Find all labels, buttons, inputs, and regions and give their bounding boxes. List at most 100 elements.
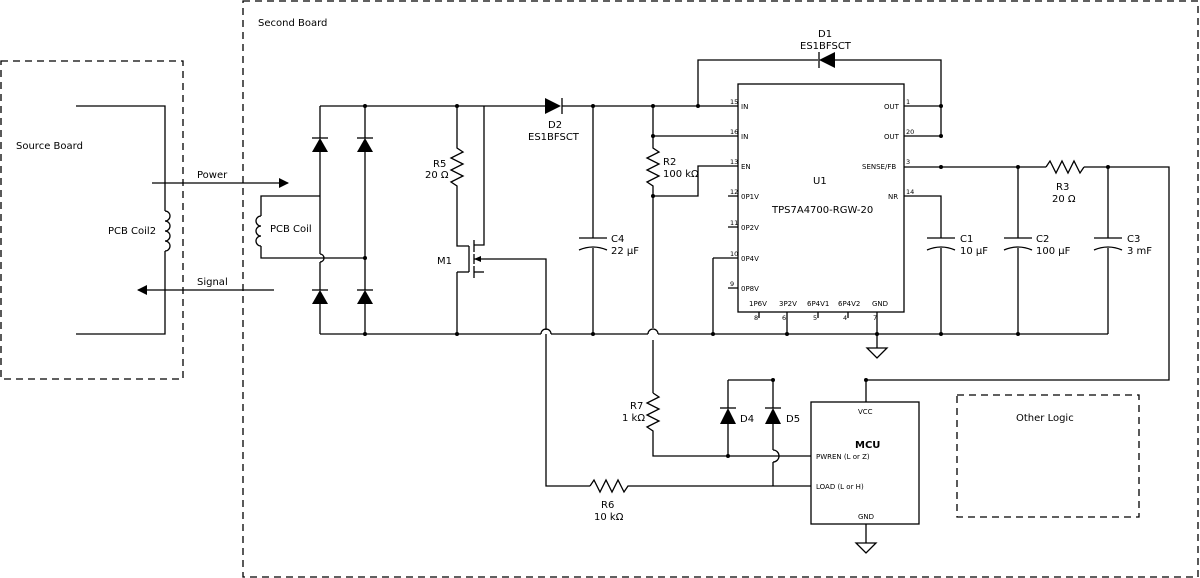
power-arrow: Power: [152, 170, 289, 188]
diode-d4: D4: [720, 379, 773, 456]
r6-value: 10 kΩ: [594, 512, 624, 523]
bridge-rectifier: [312, 106, 373, 334]
resistor-r6: R6 10 kΩ: [589, 478, 811, 523]
junction-dots: [363, 104, 1110, 458]
u1-pin-1p6v: 1P6V: [749, 300, 767, 308]
r5-value: 20 Ω: [425, 170, 449, 181]
m1-ref: M1: [437, 256, 452, 267]
c1-ref: C1: [960, 234, 973, 245]
signal-arrow: Signal: [137, 277, 274, 295]
resistor-r2: R2 100 kΩ: [645, 106, 738, 328]
resistor-r7: R7 1 kΩ: [622, 392, 773, 457]
resistor-r5: R5 20 Ω: [425, 106, 469, 247]
d1-ref: D1: [818, 29, 832, 40]
c4-ref: C4: [611, 234, 624, 245]
capacitor-c1: C1 10 µF: [926, 234, 988, 257]
u1-pinnum-0p4v: 10: [730, 250, 738, 258]
r7-value: 1 kΩ: [622, 413, 645, 424]
mcu-gnd-label: GND: [858, 513, 874, 521]
d2-value: ES1BFSCT: [528, 132, 580, 143]
u1-pin-6p4v1: 6P4V1: [807, 300, 829, 308]
r3-ref: R3: [1056, 182, 1069, 193]
regulator-u1: U1 TPS7A4700-RGW-20 IN 15 IN 16 EN 13 0P…: [730, 83, 914, 322]
capacitor-c4: C4 22 µF: [578, 106, 639, 334]
u1-pin-0p1v: 0P1V: [741, 193, 759, 201]
diode-d5: D5: [765, 380, 811, 486]
diode-d1: D1 ES1BFSCT: [697, 29, 942, 106]
d4-ref: D4: [740, 414, 754, 425]
mosfet-m1: M1: [437, 106, 547, 334]
resistor-r3: R3 20 Ω: [1045, 159, 1085, 205]
r3-value: 20 Ω: [1052, 194, 1076, 205]
diode-d2: D2 ES1BFSCT: [528, 98, 580, 143]
mcu-title: MCU: [855, 440, 880, 451]
u1-pin-out20: OUT: [884, 133, 900, 141]
u1-pin-3p2v: 3P2V: [779, 300, 797, 308]
u1-pinnum-en: 13: [730, 158, 738, 166]
c2-value: 100 µF: [1036, 246, 1071, 257]
capacitor-c3: C3 3 mF: [1093, 167, 1152, 334]
c4-value: 22 µF: [611, 246, 639, 257]
u1-pin-out1: OUT: [884, 103, 900, 111]
pcb-coil2: PCB Coil2: [76, 105, 171, 335]
other-logic-region: Other Logic: [956, 394, 1140, 518]
mcu-load-label: LOAD (L or H): [816, 483, 864, 491]
u1-pinnum-1p6v: 8: [754, 314, 758, 322]
u1-pin-in16: IN: [741, 133, 748, 141]
ground-mcu: [854, 542, 878, 554]
r5-ref: R5: [433, 159, 446, 170]
u1-pin-0p4v: 0P4V: [741, 255, 759, 263]
ground-u1: [865, 347, 889, 359]
u1-pin-0p2v: 0P2V: [741, 224, 759, 232]
mcu-block: MCU VCC PWREN (L or Z) LOAD (L or H) GND: [810, 401, 920, 543]
u1-pinnum-out20: 20: [906, 128, 914, 136]
second-board-label: Second Board: [258, 18, 327, 29]
u1-pin-sense: SENSE/FB: [862, 163, 896, 171]
u1-pin-in15: IN: [741, 103, 748, 111]
other-logic-label: Other Logic: [1016, 413, 1074, 424]
d5-ref: D5: [786, 414, 800, 425]
u1-pinnum-in16: 16: [730, 128, 738, 136]
r7-ref: R7: [630, 401, 643, 412]
u1-pinnum-6p4v1: 5: [813, 314, 817, 322]
pcb-coil-label: PCB Coil: [270, 224, 312, 235]
u1-wiring: [712, 105, 1170, 402]
d2-ref: D2: [548, 120, 562, 131]
u1-pinnum-nr: 14: [906, 188, 914, 196]
u1-pinnum-6p4v2: 4: [843, 314, 847, 322]
pcb-coil2-label: PCB Coil2: [108, 226, 156, 237]
u1-pin-0p8v: 0P8V: [741, 285, 759, 293]
u1-ref: U1: [813, 176, 827, 187]
r2-ref: R2: [663, 157, 676, 168]
u1-pinnum-in15: 15: [730, 98, 738, 106]
c1-value: 10 µF: [960, 246, 988, 257]
r6-ref: R6: [601, 500, 614, 511]
source-board-region: Source Board: [0, 60, 184, 380]
u1-pin-gnd: GND: [872, 300, 888, 308]
d1-value: ES1BFSCT: [800, 41, 852, 52]
u1-pinnum-0p8v: 9: [730, 280, 734, 288]
signal-label: Signal: [197, 277, 228, 288]
c2-ref: C2: [1036, 234, 1049, 245]
u1-pin-nr: NR: [888, 193, 898, 201]
u1-pinnum-sense: 3: [906, 158, 910, 166]
c3-value: 3 mF: [1127, 246, 1152, 257]
mcu-pwren-label: PWREN (L or Z): [816, 453, 870, 461]
u1-pinnum-0p2v: 11: [730, 219, 738, 227]
second-board-region: Second Board: [242, 0, 1199, 578]
u1-pin-en: EN: [741, 163, 751, 171]
source-board-label: Source Board: [16, 141, 83, 152]
mcu-vcc-label: VCC: [858, 408, 873, 416]
pcb-coil: PCB Coil: [255, 195, 365, 259]
c3-ref: C3: [1127, 234, 1140, 245]
wire-crossings: [540, 328, 659, 487]
u1-pinnum-gnd: 7: [873, 314, 877, 322]
u1-pinnum-0p1v: 12: [730, 188, 738, 196]
u1-pinnum-3p2v: 6: [782, 314, 786, 322]
u1-part: TPS7A4700-RGW-20: [771, 205, 873, 216]
r2-value: 100 kΩ: [663, 169, 699, 180]
u1-pinnum-out1: 1: [906, 98, 910, 106]
power-label: Power: [197, 170, 228, 181]
capacitor-c2: C2 100 µF: [1003, 167, 1071, 334]
